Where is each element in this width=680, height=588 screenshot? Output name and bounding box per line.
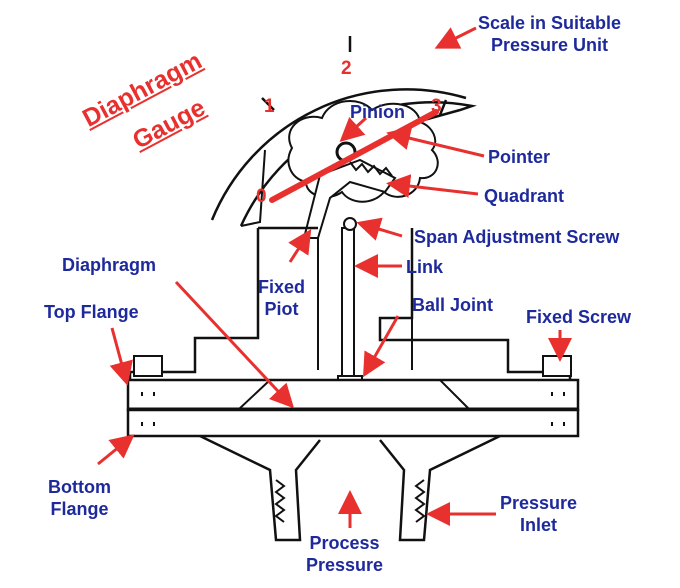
label-pinion: Pinion xyxy=(350,102,405,122)
inlet-housing xyxy=(199,434,501,542)
arrow-diaphragm xyxy=(174,280,295,409)
fixed-screw-right xyxy=(542,355,572,377)
inlet-thread-left xyxy=(274,479,286,523)
quadrant-teeth xyxy=(349,161,393,177)
link-rod xyxy=(341,227,355,377)
top-flange xyxy=(126,378,580,412)
diaphragm-dome xyxy=(237,379,471,411)
arrow-pinion xyxy=(339,116,368,143)
label-process-pressure-line2: Pressure xyxy=(306,555,384,575)
label-fixed-pivot: Fixed Piot xyxy=(258,276,305,320)
label-top-flange: Top Flange xyxy=(44,302,139,322)
arrow-scale xyxy=(434,26,477,49)
dial-inner-arc xyxy=(240,149,266,227)
inlet-thread-right xyxy=(414,479,426,523)
scale-tick xyxy=(438,99,448,116)
arrow-pointer xyxy=(386,126,485,158)
label-process-pressure-line1: Process xyxy=(309,533,380,553)
label-fixed-screw: Fixed Screw xyxy=(526,307,632,327)
label-fixed-pivot-line2: Piot xyxy=(264,299,299,319)
label-bottom-flange-line1: Bottom xyxy=(48,477,111,497)
arrow-ball-joint xyxy=(363,315,400,378)
fixed-screw-left xyxy=(133,355,163,377)
bottom-flange xyxy=(126,408,580,438)
dial-outer-ring xyxy=(210,88,467,221)
arrow-bottom-flange xyxy=(97,434,135,466)
label-bottom-flange-line2: Flange xyxy=(50,499,109,519)
label-pointer: Pointer xyxy=(488,147,551,167)
arrow-top-flange xyxy=(109,327,133,386)
arrow-fixed-pivot xyxy=(288,228,312,263)
scale-number: 1 xyxy=(264,96,275,117)
center-column xyxy=(317,238,413,370)
label-quadrant: Quadrant xyxy=(484,186,565,206)
label-bottom-flange: Bottom Flange xyxy=(48,476,111,520)
label-pressure-inlet: Pressure Inlet xyxy=(500,492,577,536)
scale-tick xyxy=(261,97,275,111)
arrow-quadrant xyxy=(386,174,479,198)
label-pressure-inlet-line2: Inlet xyxy=(520,515,558,535)
scale-number: 3 xyxy=(431,96,442,117)
label-scale: Scale in Suitable Pressure Unit xyxy=(478,12,621,56)
arrow-span-screw xyxy=(356,217,403,241)
label-scale-line1: Scale in Suitable xyxy=(478,13,622,33)
label-span-adjustment-screw: Span Adjustment Screw xyxy=(414,227,620,247)
bolt-holes xyxy=(141,392,565,426)
label-scale-line2: Pressure Unit xyxy=(491,35,609,55)
scale-number: 0 xyxy=(256,186,267,207)
label-pressure-inlet-line1: Pressure xyxy=(500,493,578,513)
label-process-pressure: Process Pressure xyxy=(306,532,383,576)
scale-number: 2 xyxy=(341,58,352,79)
label-fixed-pivot-line1: Fixed xyxy=(258,277,306,297)
label-link: Link xyxy=(406,257,444,277)
label-diaphragm: Diaphragm xyxy=(62,255,157,275)
label-ball-joint: Ball Joint xyxy=(412,295,494,315)
span-screw xyxy=(343,217,357,231)
